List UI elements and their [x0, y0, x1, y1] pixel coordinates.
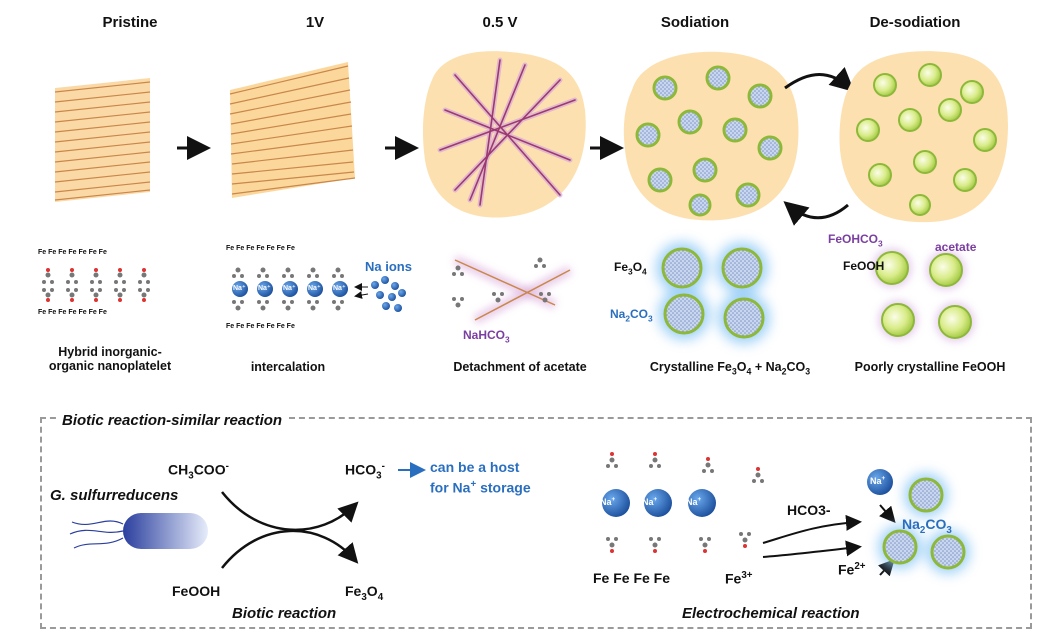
feooh-reactant: FeOOH — [172, 583, 221, 599]
cycle-arrow-top — [784, 67, 855, 93]
na-plus-4: Na+ — [870, 475, 886, 486]
caption-05v: Detachment of acetate — [453, 360, 587, 374]
feohco3-label: FeOHCO3 — [828, 232, 883, 249]
fe-row-pristine-top: Fe Fe Fe Fe Fe Fe Fe — [38, 249, 107, 256]
fe-row-pristine-bottom: Fe Fe Fe Fe Fe Fe Fe — [38, 309, 107, 316]
na-plus-1: Na+ — [600, 496, 616, 507]
caption-sodiation: Crystalline Fe3O4 + Na2CO3 — [649, 360, 811, 377]
fe3o4-label: Fe3O4 — [614, 260, 647, 277]
blob-05v — [422, 51, 586, 218]
pristine-molecular — [38, 260, 162, 308]
na-ion-label-5: Na⁺ — [333, 285, 346, 292]
caption-desodiation: Poorly crystalline FeOOH — [854, 360, 1006, 374]
stage-title-1v: 1V — [305, 14, 325, 31]
detachment-molecular — [452, 255, 573, 324]
organism-label: G. sulfurreducens — [50, 487, 179, 504]
na2co3-right-label: Na2CO3 — [902, 516, 952, 536]
pristine-platelet — [54, 78, 151, 202]
na-ion-label-3: Na⁺ — [283, 285, 296, 292]
electrochemical-art — [595, 439, 970, 577]
biotic-reaction-art — [69, 462, 426, 569]
hco3-right-label: HCO3- — [787, 502, 831, 518]
ch3coo-label: CH3COO- — [168, 461, 229, 482]
electrochemical-label: Electrochemical reaction — [682, 605, 860, 622]
fe3-label: Fe3+ — [725, 570, 753, 587]
fe-row-1v-bottom: Fe Fe Fe Fe Fe Fe Fe — [226, 323, 295, 330]
intercalation-molecular — [226, 256, 406, 322]
stage-title-desodiation: De-sodiation — [869, 14, 961, 31]
caption-1v: intercalation — [250, 360, 326, 374]
na-plus-3: Na+ — [686, 496, 702, 507]
feooh-label: FeOOH — [843, 259, 885, 273]
nahco3-label: NaHCO3 — [463, 328, 510, 345]
na-ion-label-4: Na⁺ — [308, 285, 321, 292]
box-title: Biotic reaction-similar reaction — [56, 412, 289, 429]
sodiation-molecular — [656, 242, 770, 344]
blob-desodiation — [839, 51, 1008, 223]
na-ions-label: Na ions — [365, 259, 412, 274]
desodiation-molecular — [872, 248, 975, 342]
fe2-label: Fe2+ — [838, 561, 866, 578]
intercalated-platelet — [229, 62, 356, 198]
sodiation-particles — [635, 65, 783, 217]
stage-title-05v: 0.5 V — [482, 14, 518, 31]
na-ion-label-2: Na⁺ — [258, 285, 271, 292]
caption-pristine: Hybrid inorganic- organic nanoplatelet — [48, 345, 172, 373]
hco3-label: HCO3- — [345, 461, 385, 482]
stage-title-sodiation: Sodiation — [660, 14, 730, 31]
cycle-arrow-bottom — [783, 201, 849, 226]
na-plus-2: Na+ — [642, 496, 658, 507]
biotic-reaction-label: Biotic reaction — [232, 605, 337, 622]
na-ion-label-1: Na⁺ — [233, 285, 246, 292]
na2co3-label: Na2CO3 — [610, 307, 653, 324]
fe-row-1v-top: Fe Fe Fe Fe Fe Fe Fe — [226, 245, 295, 252]
stage-title-pristine: Pristine — [102, 14, 158, 31]
biotic-similar-box — [40, 417, 1032, 629]
blob-sodiation — [623, 51, 799, 221]
acetate-label: acetate — [935, 240, 977, 254]
fe3o4-product: Fe3O4 — [345, 583, 384, 603]
fe-row-bottom: Fe Fe Fe Fe — [593, 570, 671, 586]
